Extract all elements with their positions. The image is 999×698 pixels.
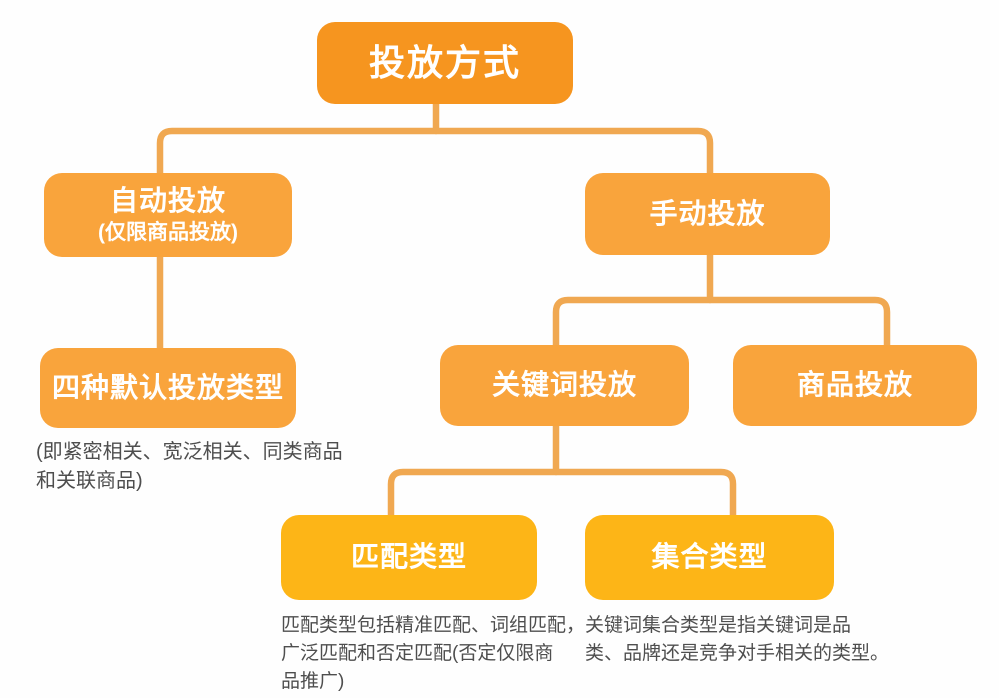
- node-placement-method: 投放方式: [317, 22, 573, 104]
- node-set-type: 集合类型: [585, 515, 834, 600]
- connector-keyword-split: [387, 468, 737, 521]
- note-four-default-types: (即紧密相关、宽泛相关、同类商品 和关联商品): [36, 438, 343, 496]
- node-match-type: 匹配类型: [281, 515, 537, 600]
- node-manual-targeting: 手动投放: [585, 173, 830, 255]
- node-label: 商品投放: [796, 369, 913, 401]
- note-set-type: 关键词集合类型是指关键词是品 类、品牌还是竞争对手相关的类型。: [585, 612, 889, 668]
- note-line: 和关联商品): [36, 470, 143, 492]
- node-label: 手动投放: [649, 197, 766, 229]
- node-four-default-types: 四种默认投放类型: [40, 348, 296, 428]
- note-line: 品推广): [281, 671, 345, 692]
- node-label: 集合类型: [651, 541, 768, 573]
- node-label: 匹配类型: [350, 541, 467, 573]
- node-sublabel: (仅限商品投放): [98, 220, 238, 244]
- note-match-type: 匹配类型包括精准匹配、词组匹配， 广泛匹配和否定匹配(否定仅限商 品推广): [281, 612, 585, 696]
- connector-root-split: [156, 127, 714, 179]
- note-line: (即紧密相关、宽泛相关、同类商品: [36, 441, 343, 463]
- node-keyword-targeting: 关键词投放: [440, 345, 689, 426]
- note-line: 类、品牌还是竞争对手相关的类型。: [585, 643, 890, 664]
- node-label: 自动投放: [109, 185, 226, 217]
- note-line: 广泛匹配和否定匹配(否定仅限商: [281, 643, 554, 664]
- note-line: 关键词集合类型是指关键词是品: [585, 615, 852, 636]
- node-label: 四种默认投放类型: [51, 371, 284, 403]
- node-auto-targeting: 自动投放 (仅限商品投放): [44, 173, 292, 257]
- note-line: 匹配类型包括精准匹配、词组匹配，: [281, 615, 586, 636]
- node-label: 关键词投放: [491, 369, 637, 401]
- node-label: 投放方式: [368, 42, 521, 84]
- node-product-targeting: 商品投放: [733, 345, 977, 426]
- connector-manual-split: [552, 296, 891, 351]
